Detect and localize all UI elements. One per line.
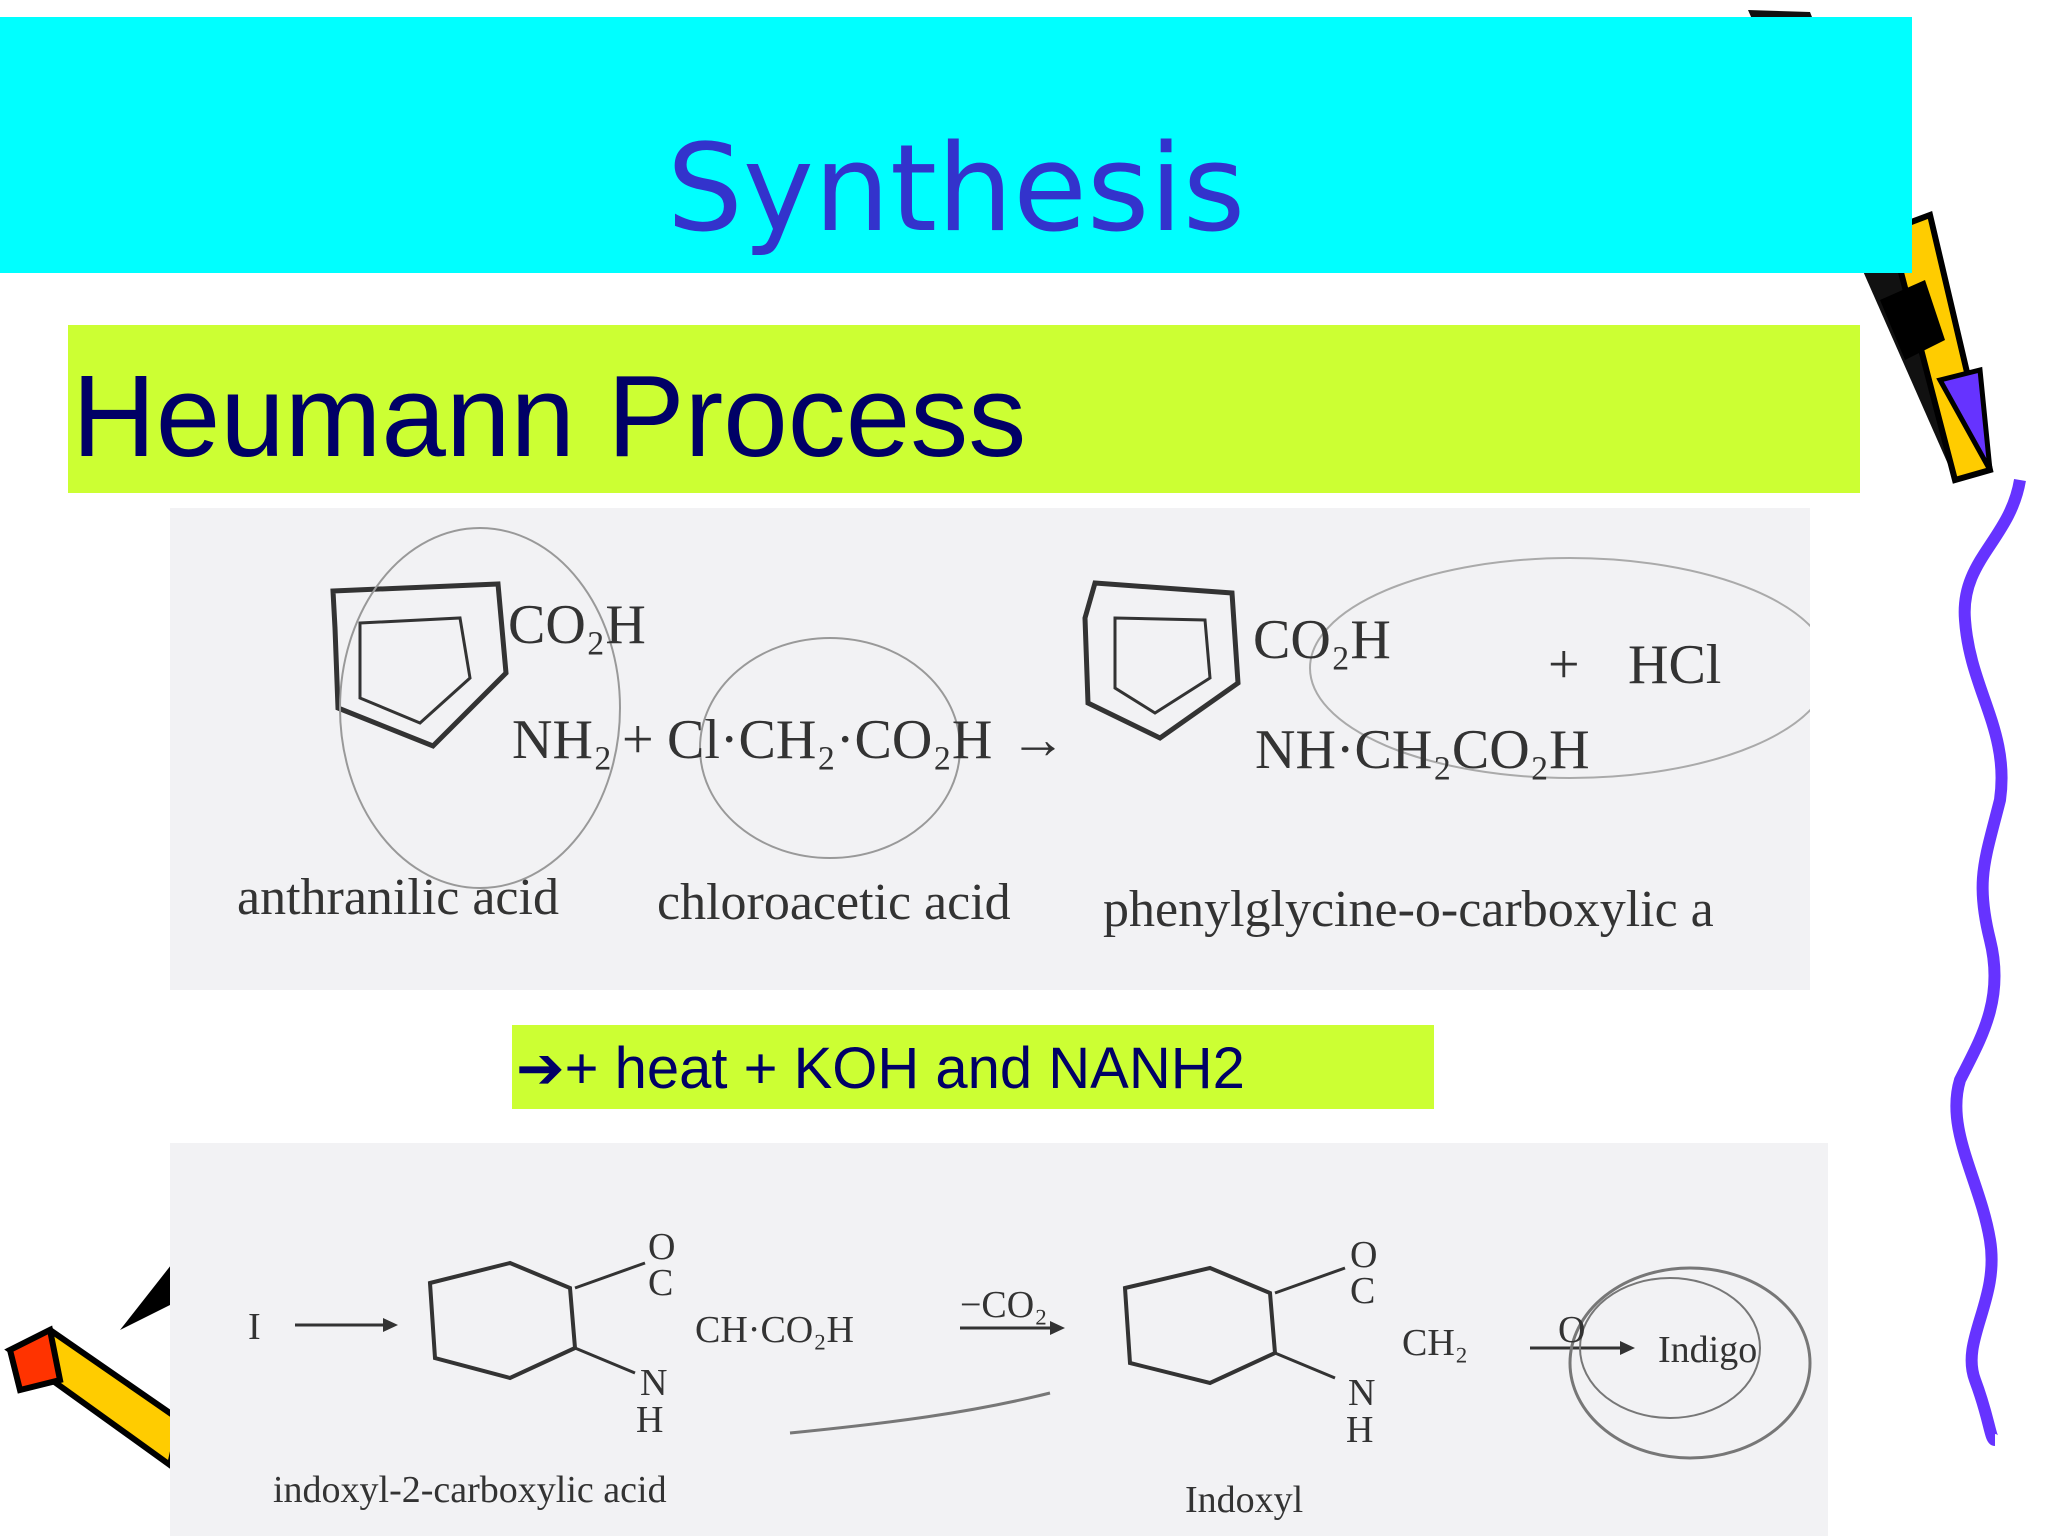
r2-o2: O	[1350, 1234, 1378, 1276]
r2-c1: C	[648, 1262, 674, 1304]
slide-subtitle: Heumann Process	[72, 351, 1027, 481]
arrow-icon: ➔	[516, 1036, 565, 1101]
r2-h2: H	[1346, 1409, 1374, 1451]
subtitle-bar	[68, 325, 1860, 493]
title-bar	[0, 17, 1912, 273]
condition-text: ➔+ heat + KOH and NANH2	[516, 1040, 1245, 1098]
benzene-ring-2	[1082, 580, 1241, 741]
label-anthranilic-acid: anthranilic acid	[237, 869, 559, 926]
pencil-bottom-left-icon	[4, 1260, 184, 1471]
r2-start-i: I	[248, 1306, 261, 1348]
reaction-2-structures	[295, 1260, 1812, 1460]
r2-c2: C	[1350, 1270, 1376, 1312]
r2-h1: H	[636, 1399, 664, 1441]
label-chloroacetic-acid: chloroacetic acid	[657, 874, 1011, 931]
label-indoxyl-2-carboxylic-acid: indoxyl-2-carboxylic acid	[273, 1469, 667, 1511]
slide-title: Synthesis	[666, 120, 1246, 259]
r2-ch2: CH₂	[1402, 1322, 1469, 1364]
r1-nh2: NH₂	[512, 709, 613, 771]
r1-plus: +	[622, 709, 654, 771]
r2-n2: N	[1348, 1372, 1376, 1414]
r2-chco2h: CH·CO₂H	[695, 1309, 854, 1351]
r1-co2h-2: CO₂H	[1253, 609, 1391, 671]
condition-bar	[512, 1025, 1434, 1109]
label-phenylglycine: phenylglycine-o-carboxylic a	[1103, 881, 1714, 938]
r2-indigo: Indigo	[1658, 1329, 1758, 1371]
r1-nhch2co2h: NH·CH₂CO₂H	[1255, 719, 1590, 781]
reaction-1-scan: CO₂H NH₂ + Cl·CH₂·CO₂H → CO₂H NH·CH₂CO₂H…	[170, 508, 1810, 990]
r1-arrow: →	[1010, 709, 1066, 771]
benzene-ring-3	[427, 1260, 578, 1381]
wavy-line-decoration	[1950, 478, 2026, 1446]
label-indoxyl: Indoxyl	[1185, 1479, 1304, 1521]
reaction-1-structures	[330, 527, 1810, 889]
r2-minus-co2: −CO₂	[960, 1284, 1048, 1326]
benzene-ring-4	[1122, 1265, 1278, 1386]
r2-ox: O	[1558, 1309, 1586, 1351]
r1-chloroacetic: Cl·CH₂·CO₂H	[667, 709, 993, 771]
r2-o1: O	[648, 1226, 676, 1268]
reaction-2-scan: I O C CH·CO₂H N H −CO₂ O C CH₂ N H O Ind…	[170, 1143, 1828, 1536]
condition-label: + heat + KOH and NANH2	[564, 1036, 1245, 1101]
benzene-ring-1	[330, 581, 509, 749]
r1-plus-2: +	[1548, 634, 1580, 696]
r2-n1: N	[640, 1362, 668, 1404]
r1-hcl: HCl	[1628, 634, 1722, 696]
r1-co2h-1: CO₂H	[508, 594, 646, 656]
